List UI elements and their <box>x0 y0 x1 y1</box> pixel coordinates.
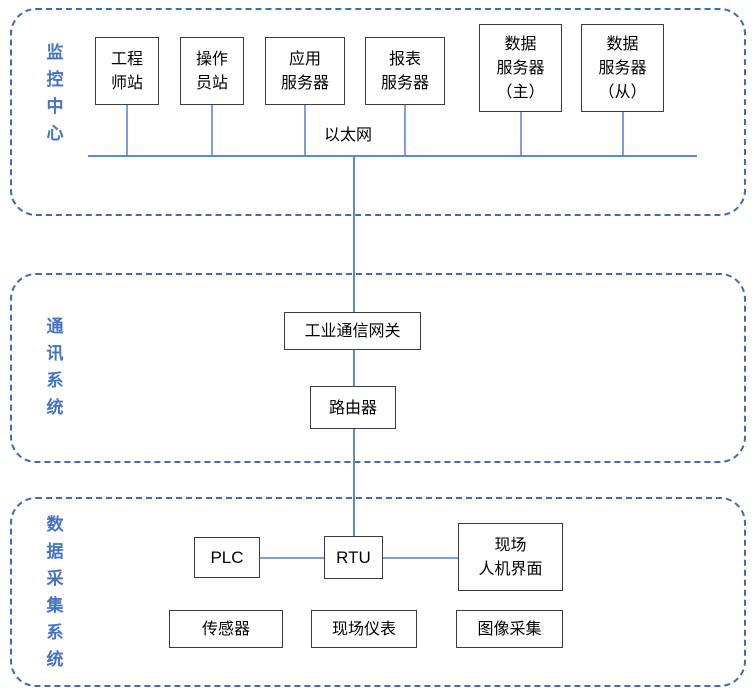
node-sensor[interactable]: 传感器 <box>169 610 283 648</box>
node-line: 服务器 <box>496 58 545 77</box>
connector-bus-to-gateway <box>353 155 355 312</box>
node-line: 工程 <box>110 49 143 68</box>
node-line: 报表 <box>388 49 421 68</box>
section-label-monitoring-center: 监 控 中 心 <box>38 40 72 148</box>
section-label-char: 心 <box>46 124 64 144</box>
section-data-acquisition-system <box>10 497 746 687</box>
connector-plc-to-rtu <box>260 557 325 559</box>
section-label-communication-system: 通 讯 系 统 <box>38 314 72 422</box>
node-line: 现场 <box>494 535 527 554</box>
node-line: 服务器 <box>380 73 429 92</box>
section-label-char: 统 <box>46 398 64 418</box>
section-label-data-acquisition-system: 数 据 采 集 系 统 <box>38 512 72 674</box>
section-label-char: 统 <box>46 650 64 670</box>
node-engineer-station[interactable]: 工程 师站 <box>95 37 159 105</box>
connector-engineer-station-to-bus <box>126 105 128 155</box>
node-image-acquisition[interactable]: 图像采集 <box>456 610 563 648</box>
node-line: 数据 <box>504 34 537 53</box>
section-label-char: 控 <box>46 70 64 90</box>
node-router[interactable]: 路由器 <box>310 386 396 429</box>
section-monitoring-center <box>10 8 746 216</box>
node-line: 数据 <box>606 34 639 53</box>
section-label-char: 讯 <box>46 344 64 364</box>
node-line: 人机界面 <box>478 559 543 578</box>
node-line: 路由器 <box>328 397 377 417</box>
section-label-char: 系 <box>46 371 64 391</box>
node-rtu[interactable]: RTU <box>324 536 383 579</box>
node-industrial-gateway[interactable]: 工业通信网关 <box>284 312 421 350</box>
connector-rtu-to-field-hmi <box>383 557 458 559</box>
node-application-server[interactable]: 应用 服务器 <box>265 37 345 105</box>
section-label-char: 系 <box>46 623 64 643</box>
node-line: 服务器 <box>280 73 329 92</box>
node-field-instrument[interactable]: 现场仪表 <box>311 610 417 648</box>
node-line: PLC <box>210 547 244 567</box>
node-line: 师站 <box>110 73 143 92</box>
connector-application-server-to-bus <box>304 105 306 155</box>
section-communication-system <box>10 273 746 463</box>
node-plc[interactable]: PLC <box>194 537 260 578</box>
node-data-server-slave[interactable]: 数据 服务器 （从） <box>581 24 664 112</box>
section-label-char: 数 <box>46 515 64 535</box>
node-line: （主） <box>496 82 545 101</box>
ethernet-bus-line <box>88 155 697 157</box>
connector-operator-station-to-bus <box>211 105 213 155</box>
section-label-char: 据 <box>46 542 64 562</box>
node-line: 应用 <box>288 49 321 68</box>
section-label-char: 监 <box>46 43 64 63</box>
connector-gateway-to-router <box>353 350 355 386</box>
node-line: 操作 <box>195 49 228 68</box>
node-operator-station[interactable]: 操作 员站 <box>180 37 244 105</box>
node-line: （从） <box>598 82 647 101</box>
connector-data-server-master-to-bus <box>520 112 522 155</box>
node-report-server[interactable]: 报表 服务器 <box>365 37 445 105</box>
node-line: 传感器 <box>201 619 250 638</box>
node-line: 员站 <box>195 73 228 92</box>
connector-report-server-to-bus <box>404 105 406 155</box>
section-label-char: 中 <box>46 97 64 117</box>
node-data-server-master[interactable]: 数据 服务器 （主） <box>479 24 562 112</box>
section-label-char: 采 <box>46 569 64 589</box>
node-line: RTU <box>336 547 371 567</box>
connector-data-server-slave-to-bus <box>622 112 624 155</box>
section-label-char: 集 <box>46 596 64 616</box>
node-line: 图像采集 <box>477 619 542 638</box>
node-line: 工业通信网关 <box>304 321 401 340</box>
node-line: 服务器 <box>598 58 647 77</box>
connector-router-to-rtu <box>353 429 355 536</box>
node-line: 现场仪表 <box>331 619 396 638</box>
section-label-char: 通 <box>46 317 64 337</box>
node-field-hmi[interactable]: 现场 人机界面 <box>458 523 563 591</box>
ethernet-bus-label: 以太网 <box>322 125 375 145</box>
